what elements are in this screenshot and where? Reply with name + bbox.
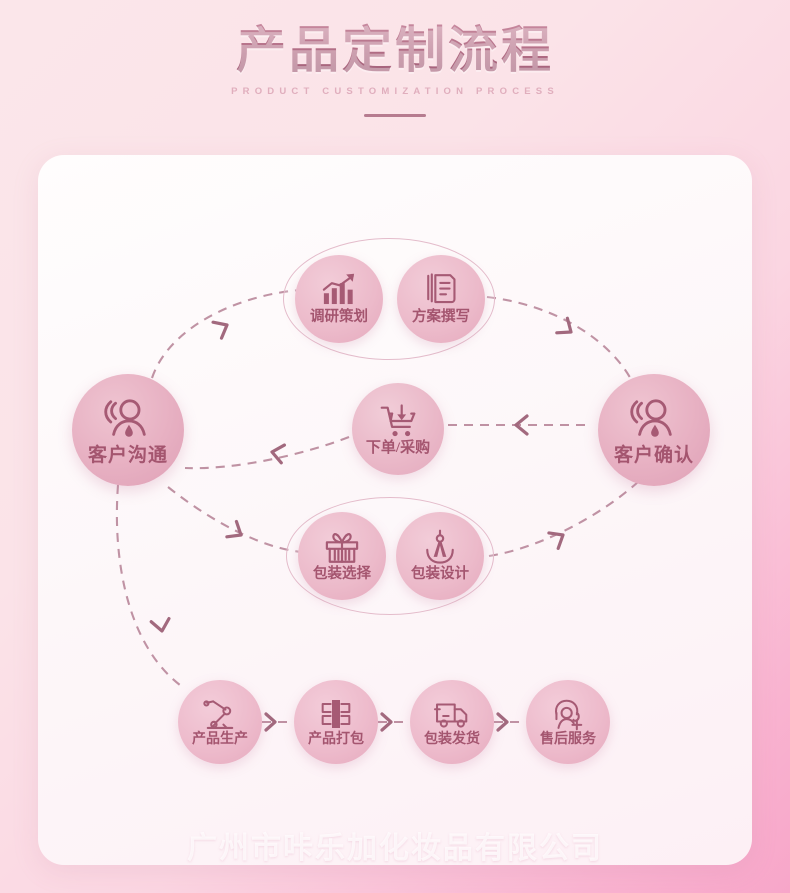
bar-chart-growth-icon bbox=[321, 273, 357, 307]
people-group-icon bbox=[104, 396, 152, 444]
node-label: 包装设计 bbox=[411, 566, 469, 583]
node-product-production[interactable]: 产品生产 bbox=[178, 680, 262, 764]
gift-box-icon bbox=[324, 530, 360, 564]
people-group-icon bbox=[630, 396, 678, 444]
node-label: 产品生产 bbox=[192, 731, 248, 747]
node-product-packing[interactable]: 产品打包 bbox=[294, 680, 378, 764]
node-label: 售后服务 bbox=[540, 731, 596, 747]
node-label: 方案撰写 bbox=[412, 309, 470, 326]
title-divider bbox=[364, 113, 426, 117]
node-label: 客户沟通 bbox=[87, 444, 168, 466]
node-packaging-design[interactable]: 包装设计 bbox=[396, 512, 484, 600]
node-packaging-shipment[interactable]: 包装发货 bbox=[410, 680, 494, 764]
node-customer-communication[interactable]: 客户沟通 bbox=[72, 374, 184, 486]
page-subtitle: PRODUCT CUSTOMIZATION PROCESS bbox=[231, 85, 559, 97]
delivery-truck-icon bbox=[433, 698, 469, 730]
compass-divider-icon bbox=[423, 529, 457, 564]
node-label: 产品打包 bbox=[308, 731, 364, 747]
page-header: 产品定制流程 PRODUCT CUSTOMIZATION PROCESS bbox=[0, 22, 790, 117]
shopping-cart-download-icon bbox=[379, 403, 417, 439]
node-label: 客户确认 bbox=[613, 444, 694, 466]
document-stack-icon bbox=[424, 273, 458, 307]
node-customer-confirmation[interactable]: 客户确认 bbox=[598, 374, 710, 486]
robot-arm-icon bbox=[203, 698, 237, 730]
node-label: 下单/采购 bbox=[365, 439, 431, 456]
node-packaging-selection[interactable]: 包装选择 bbox=[298, 512, 386, 600]
node-order-purchase[interactable]: 下单/采购 bbox=[352, 383, 444, 475]
page-title: 产品定制流程 bbox=[0, 22, 790, 80]
headset-support-icon bbox=[551, 698, 585, 730]
parcel-box-icon bbox=[320, 698, 352, 730]
node-proposal-writing[interactable]: 方案撰写 bbox=[397, 255, 485, 343]
node-label: 包装选择 bbox=[313, 566, 371, 583]
node-after-sales-service[interactable]: 售后服务 bbox=[526, 680, 610, 764]
node-research-planning[interactable]: 调研策划 bbox=[295, 255, 383, 343]
node-label: 包装发货 bbox=[424, 731, 480, 747]
node-label: 调研策划 bbox=[310, 309, 368, 326]
